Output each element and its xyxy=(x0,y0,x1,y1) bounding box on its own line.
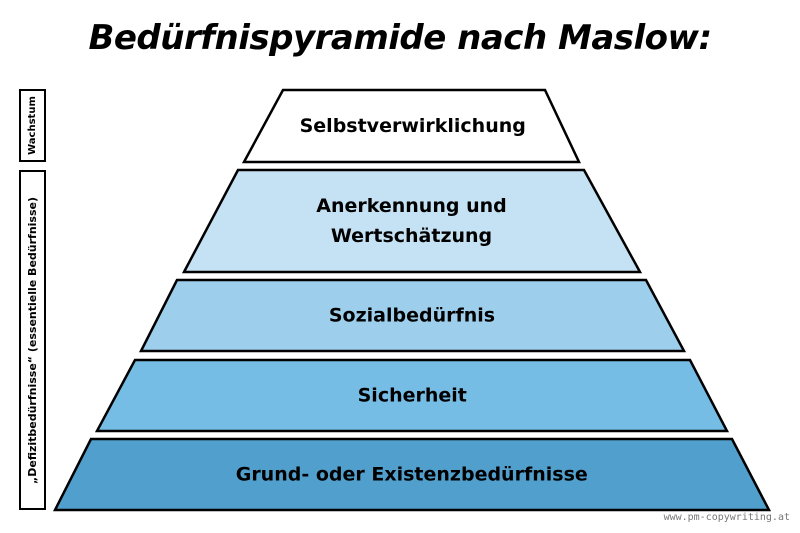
pyramid-level-3-label: Sozialbedürfnis xyxy=(329,305,495,327)
deficit-label-box: „Defizitbedürfnisse“ (essentielle Bedürf… xyxy=(19,170,46,510)
pyramid-level-2-label: Anerkennung und xyxy=(316,195,506,217)
page-title: Bedürfnispyramide nach Maslow: xyxy=(88,18,712,58)
growth-label-box: Wachstum xyxy=(19,89,46,162)
pyramid-level-4 xyxy=(94,358,730,433)
pyramid-level-4-label: Sicherheit xyxy=(358,385,467,407)
pyramid-level-1 xyxy=(241,88,581,164)
pyramid-level-2-label: Wertschätzung xyxy=(331,225,492,247)
pyramid-level-2 xyxy=(181,168,643,274)
watermark: www.pm-copywriting.at xyxy=(663,512,790,523)
pyramid-level-5 xyxy=(52,437,772,512)
pyramid-level-5-label: Grund- oder Existenzbedürfnisse xyxy=(236,464,588,486)
pyramid-level-3 xyxy=(138,278,687,353)
pyramid-level-1-label: Selbstverwirklichung xyxy=(300,115,526,137)
